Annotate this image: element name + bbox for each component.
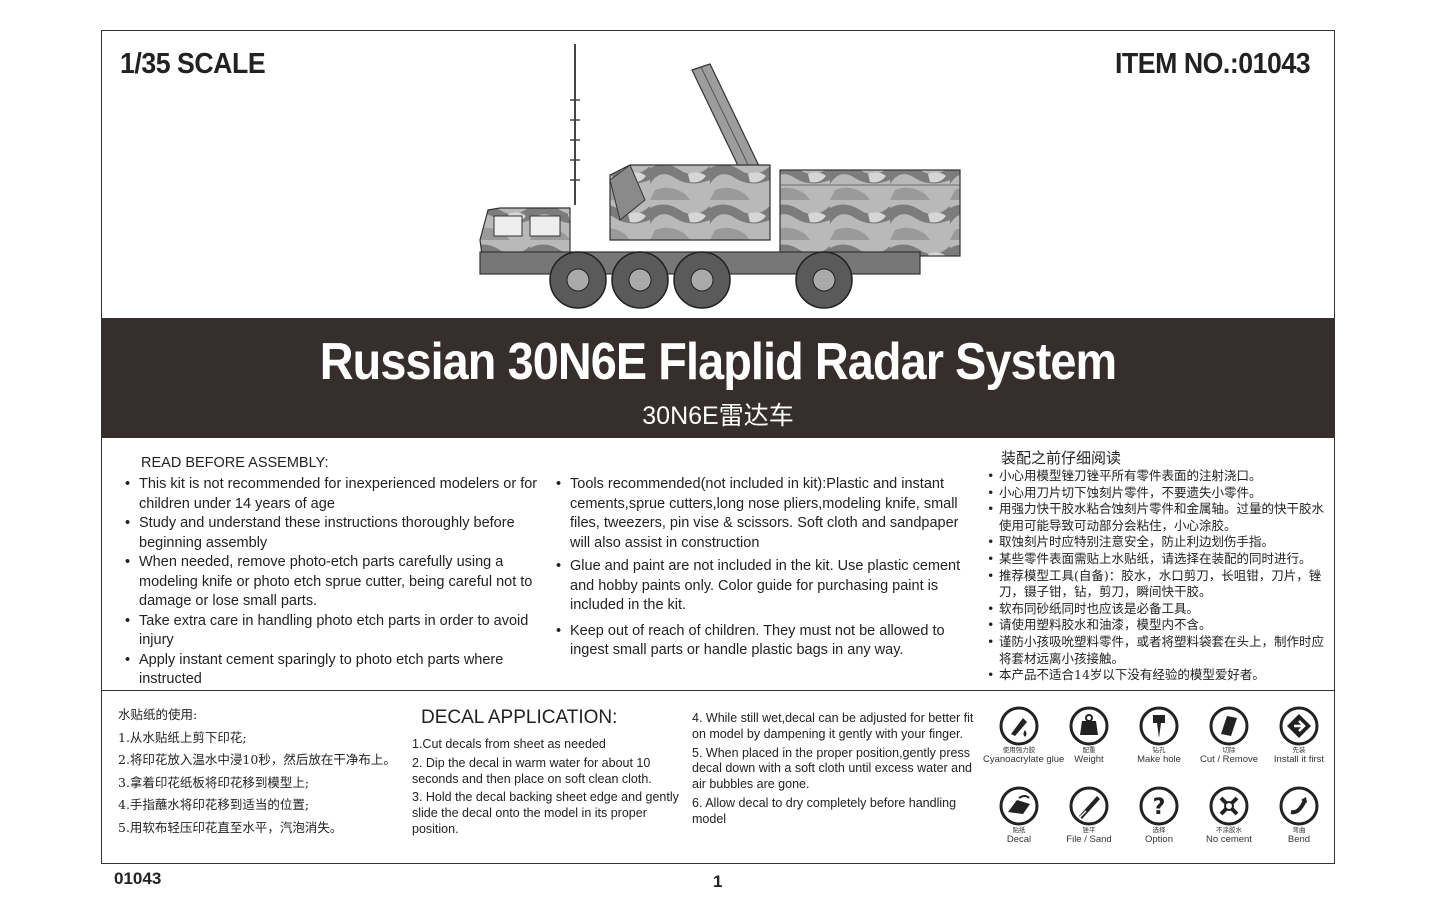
- legend-glue: 使用强力胶 Cyanoacrylate glue: [983, 706, 1065, 765]
- legend-bend: 弯曲 Bend: [1263, 786, 1335, 845]
- decal-step: 1.Cut decals from sheet as needed: [412, 737, 606, 751]
- item-number: ITEM NO.:01043: [1114, 48, 1311, 80]
- title-banner: Russian 30N6E Flaplid Radar System 30N6E…: [101, 318, 1335, 438]
- decal-steps-left: 1.Cut decals from sheet as needed 2. Dip…: [412, 737, 684, 841]
- zh-instruction-item: 用强力快干胶水粘合蚀刻片零件和金属轴。过量的快干胶水使用可能导致可动部分会粘住，…: [987, 501, 1332, 534]
- zh-read-heading: 装配之前仔细阅读: [1001, 449, 1122, 467]
- legend-file-sand: 锉平 File / Sand: [1053, 786, 1125, 845]
- decal-step: 4. While still wet,decal can be adjusted…: [692, 711, 974, 741]
- decal-step: 6. Allow decal to dry completely before …: [692, 795, 957, 826]
- file-sand-icon: [1069, 786, 1109, 826]
- legend-en: File / Sand: [1066, 834, 1112, 845]
- zh-instruction-item: 小心用模型锉刀锉平所有零件表面的注射浇口。: [987, 468, 1332, 485]
- legend-weight: 配重 Weight: [1053, 706, 1125, 765]
- kit-title: Russian 30N6E Flaplid Radar System: [319, 333, 1117, 391]
- instruction-item: Study and understand these instructions …: [123, 514, 541, 553]
- instruction-item: Keep out of reach of children. They must…: [554, 622, 982, 661]
- weight-icon: [1069, 706, 1109, 746]
- legend-en: Option: [1145, 834, 1173, 845]
- instruction-item: Glue and paint are not included in the k…: [554, 557, 982, 616]
- zh-instruction-item: 软布同砂纸同时也应该是必备工具。: [987, 601, 1332, 618]
- zh-decal-step: 3.拿着印花纸板将印花移到模型上;: [118, 774, 310, 790]
- legend-zh: 锉平: [1082, 826, 1096, 834]
- zh-decal-heading: 水贴纸的使用:: [118, 707, 198, 722]
- instruction-item: Apply instant cement sparingly to photo …: [123, 651, 541, 690]
- svg-text:?: ?: [1153, 795, 1166, 820]
- zh-instruction-item: 本产品不适合14岁以下没有经验的模型爱好者。: [987, 667, 1332, 684]
- legend-en: Cut / Remove: [1199, 754, 1259, 765]
- zh-decal-step: 2.将印花放入温水中浸10秒，然后放在干净布上。: [118, 752, 396, 767]
- decal-application-heading: DECAL APPLICATION:: [421, 707, 618, 728]
- install-first-icon: [1279, 706, 1319, 746]
- instruction-item: Tools recommended(not included in kit):P…: [554, 475, 982, 553]
- radar-vehicle-illustration: [479, 44, 961, 309]
- legend-zh: 钻孔: [1152, 746, 1166, 754]
- read-before-heading: READ BEFORE ASSEMBLY:: [141, 455, 329, 471]
- legend-en: Bend: [1287, 834, 1311, 845]
- glue-drop-icon: [999, 706, 1039, 746]
- legend-no-cement: 不涂胶水 No cement: [1193, 786, 1265, 845]
- zh-instruction-item: 请使用塑料胶水和油漆，模型内不含。: [987, 617, 1332, 634]
- decal-step: 2. Dip the decal in warm water for about…: [412, 755, 652, 786]
- zh-instruction-item: 谨防小孩吸吮塑料零件，或者将塑料袋套在头上，制作时应将套材远离小孩接触。: [987, 634, 1332, 667]
- zh-instruction-item: 推荐模型工具(自备)：胶水，水口剪刀，长咀钳，刀片，锉刀，镊子钳，钻，剪刀，瞬间…: [987, 568, 1332, 601]
- drill-icon: [1139, 706, 1179, 746]
- legend-en: Decal: [1006, 834, 1032, 845]
- legend-zh: 配重: [1082, 746, 1096, 754]
- footer-item-code: 01043: [114, 869, 162, 888]
- legend-en: No cement: [1206, 834, 1252, 845]
- cut-icon: [1209, 706, 1249, 746]
- legend-en: Weight: [1074, 754, 1104, 765]
- legend-zh: 先装: [1292, 746, 1306, 754]
- instructions-zh: 装配之前仔细阅读 小心用模型锉刀锉平所有零件表面的注射浇口。 小心用刀片切下蚀刻…: [987, 448, 1332, 684]
- decal-step: 3. Hold the decal backing sheet edge and…: [412, 790, 679, 836]
- decal-steps-right: 4. While still wet,decal can be adjusted…: [692, 711, 974, 831]
- zh-instruction-item: 小心用刀片切下蚀刻片零件，不要遗失小零件。: [987, 485, 1332, 502]
- legend-en: Install it first: [1273, 754, 1325, 765]
- instructions-col1: This kit is not recommended for inexperi…: [123, 475, 541, 690]
- zh-decal-step: 4.手指蘸水将印花移到适当的位置;: [118, 797, 310, 812]
- page-frame: [101, 30, 1335, 864]
- legend-zh: 弯曲: [1292, 826, 1306, 834]
- instruction-item: This kit is not recommended for inexperi…: [123, 475, 541, 514]
- zh-decal-steps: 水贴纸的使用: 1.从水贴纸上剪下印花; 2.将印花放入温水中浸10秒，然后放在…: [118, 704, 396, 839]
- legend-en: Make hole: [1137, 754, 1181, 765]
- legend-zh: 选择: [1152, 826, 1166, 834]
- decal-icon: [999, 786, 1039, 826]
- legend-zh: 使用强力胶: [1002, 746, 1036, 754]
- instruction-item: Take extra care in handling photo etch p…: [123, 612, 541, 651]
- legend-decal: 贴纸 Decal: [983, 786, 1055, 845]
- instruction-item: When needed, remove photo-etch parts car…: [123, 553, 541, 612]
- zh-instruction-item: 取蚀刻片时应特别注意安全，防止利边划伤手指。: [987, 534, 1332, 551]
- kit-subtitle-zh: 30N6E雷达车: [642, 402, 794, 430]
- legend-zh: 贴纸: [1012, 826, 1026, 834]
- option-icon: ?: [1139, 786, 1179, 826]
- zh-instruction-item: 某些零件表面需贴上水贴纸，请选择在装配的同时进行。: [987, 551, 1332, 568]
- legend-zh: 切除: [1222, 746, 1236, 754]
- no-cement-icon: [1209, 786, 1249, 826]
- instructions-col2: Tools recommended(not included in kit):P…: [554, 475, 982, 661]
- bend-icon: [1279, 786, 1319, 826]
- decal-step: 5. When placed in the proper position,ge…: [692, 745, 973, 792]
- page-number: 1: [713, 872, 723, 891]
- zh-decal-step: 1.从水贴纸上剪下印花;: [118, 729, 247, 745]
- zh-decal-step: 5.用软布轻压印花直至水平，汽泡消失。: [118, 819, 343, 835]
- legend-install-first: 先装 Install it first: [1263, 706, 1335, 765]
- legend-cut: 切除 Cut / Remove: [1193, 706, 1265, 765]
- symbol-legend: 使用强力胶 Cyanoacrylate glue 配重 Weight 钻孔 Ma…: [972, 706, 1332, 856]
- legend-drill: 钻孔 Make hole: [1123, 706, 1195, 765]
- legend-zh: 不涂胶水: [1216, 826, 1242, 834]
- legend-option: ? 选择 Option: [1123, 786, 1195, 845]
- legend-en: Cyanoacrylate glue: [983, 754, 1065, 765]
- scale-label: 1/35 SCALE: [120, 48, 266, 80]
- section-divider: [101, 690, 1335, 691]
